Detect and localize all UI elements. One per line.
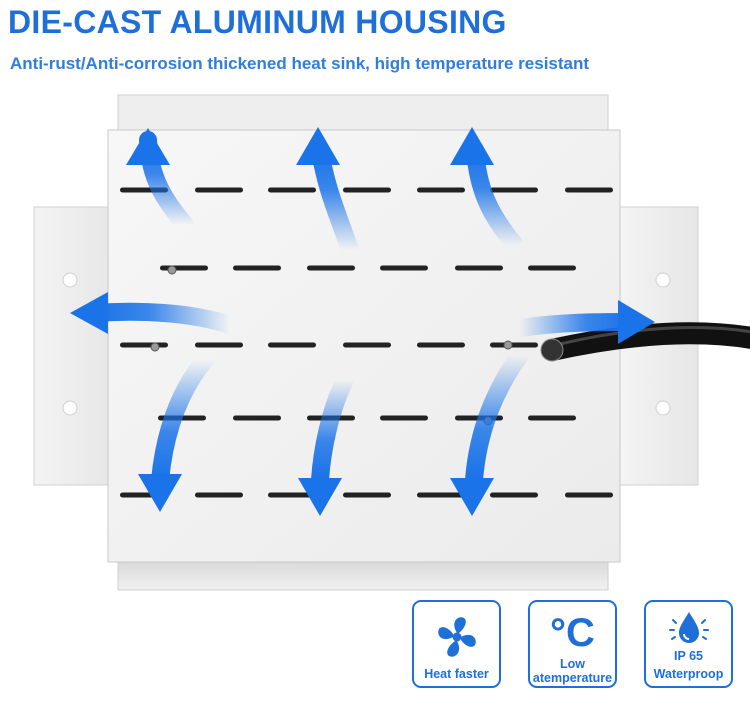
vent-slot xyxy=(307,265,355,271)
vent-slot xyxy=(380,265,428,271)
badge-low-temperature: °C Low atemperature xyxy=(528,600,617,688)
vent-slot xyxy=(195,187,243,193)
vent-slot xyxy=(565,492,613,498)
celsius-icon: °C xyxy=(550,611,595,655)
bottom-lip xyxy=(117,559,609,591)
vent-slot xyxy=(160,265,208,271)
vent-slot xyxy=(120,342,168,348)
page-subtitle: Anti-rust/Anti-corrosion thickened heat … xyxy=(10,54,590,73)
badge-label-line2: atemperature xyxy=(532,671,613,685)
vent-slot xyxy=(268,492,316,498)
vent-slot xyxy=(455,265,503,271)
vent-slot xyxy=(343,492,391,498)
vent-slot xyxy=(565,187,613,193)
water-drop-icon xyxy=(668,612,709,643)
badge-heat-faster: Heat faster xyxy=(412,600,501,688)
feature-badges: Heat faster °C Low atemperature IP 65 Wa… xyxy=(412,600,742,690)
vent-slot xyxy=(268,342,316,348)
fan-icon xyxy=(437,617,476,657)
mount-hole xyxy=(62,272,78,288)
vent-slot xyxy=(490,492,538,498)
mount-hole xyxy=(655,400,671,416)
vent-slot xyxy=(233,415,281,421)
page-title: DIE-CAST ALUMINUM HOUSING xyxy=(8,4,507,40)
mount-hole xyxy=(655,272,671,288)
vent-slot xyxy=(380,415,428,421)
vent-slot xyxy=(490,342,538,348)
badge-label-line2: Waterproop xyxy=(653,667,724,681)
badge-waterproof: IP 65 Waterproop xyxy=(644,600,733,688)
vent-slot xyxy=(417,187,465,193)
badge-label: Heat faster xyxy=(424,667,489,681)
badge-label-line1: IP 65 xyxy=(674,649,703,663)
badge-label-line1: Low xyxy=(560,657,585,671)
vent-slot xyxy=(528,265,576,271)
vent-slot xyxy=(343,342,391,348)
vent-slot xyxy=(195,342,243,348)
power-cable xyxy=(540,322,750,362)
vent-slot xyxy=(528,415,576,421)
vent-slot xyxy=(343,187,391,193)
vent-slot xyxy=(233,265,281,271)
vent-slot xyxy=(417,342,465,348)
vent-slot xyxy=(195,492,243,498)
airflow-arrows xyxy=(70,127,655,516)
left-flange xyxy=(33,206,115,486)
mount-hole xyxy=(62,400,78,416)
vent-slot xyxy=(417,492,465,498)
vent-slot xyxy=(268,187,316,193)
vent-slot xyxy=(490,187,538,193)
